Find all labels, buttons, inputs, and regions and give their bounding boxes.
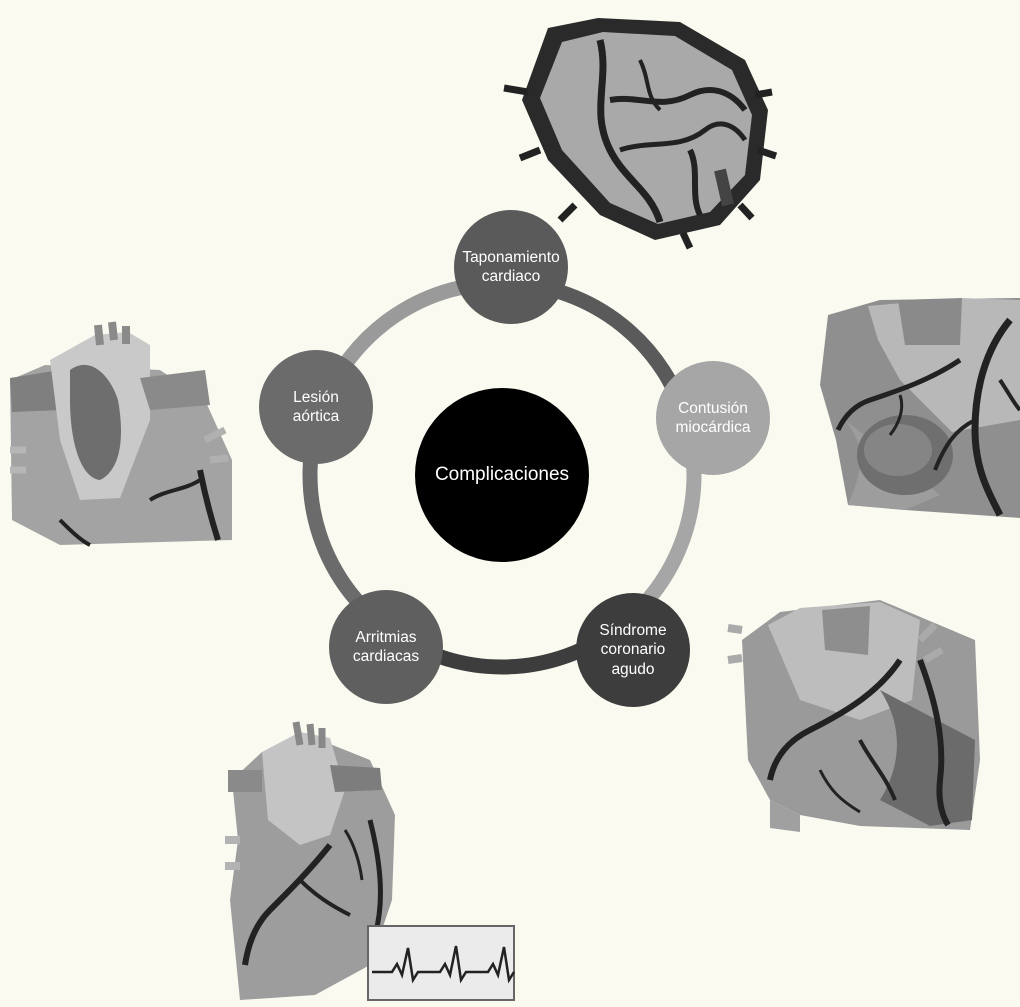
node-contusion	[656, 361, 770, 475]
heart-ischemia-illustration	[727, 600, 980, 832]
node-sindrome	[576, 593, 690, 707]
pericardium-illustration	[503, 18, 778, 250]
aorta-lesion-illustration	[10, 321, 232, 547]
node-taponamiento	[454, 210, 568, 324]
node-layer	[259, 210, 770, 707]
ecg-trace	[372, 945, 516, 984]
heart-ecg-illustration	[225, 721, 516, 1001]
heart-contusion-illustration	[820, 298, 1020, 518]
node-arritmias	[329, 590, 443, 704]
node-lesion	[259, 350, 373, 464]
center-node	[415, 388, 589, 562]
